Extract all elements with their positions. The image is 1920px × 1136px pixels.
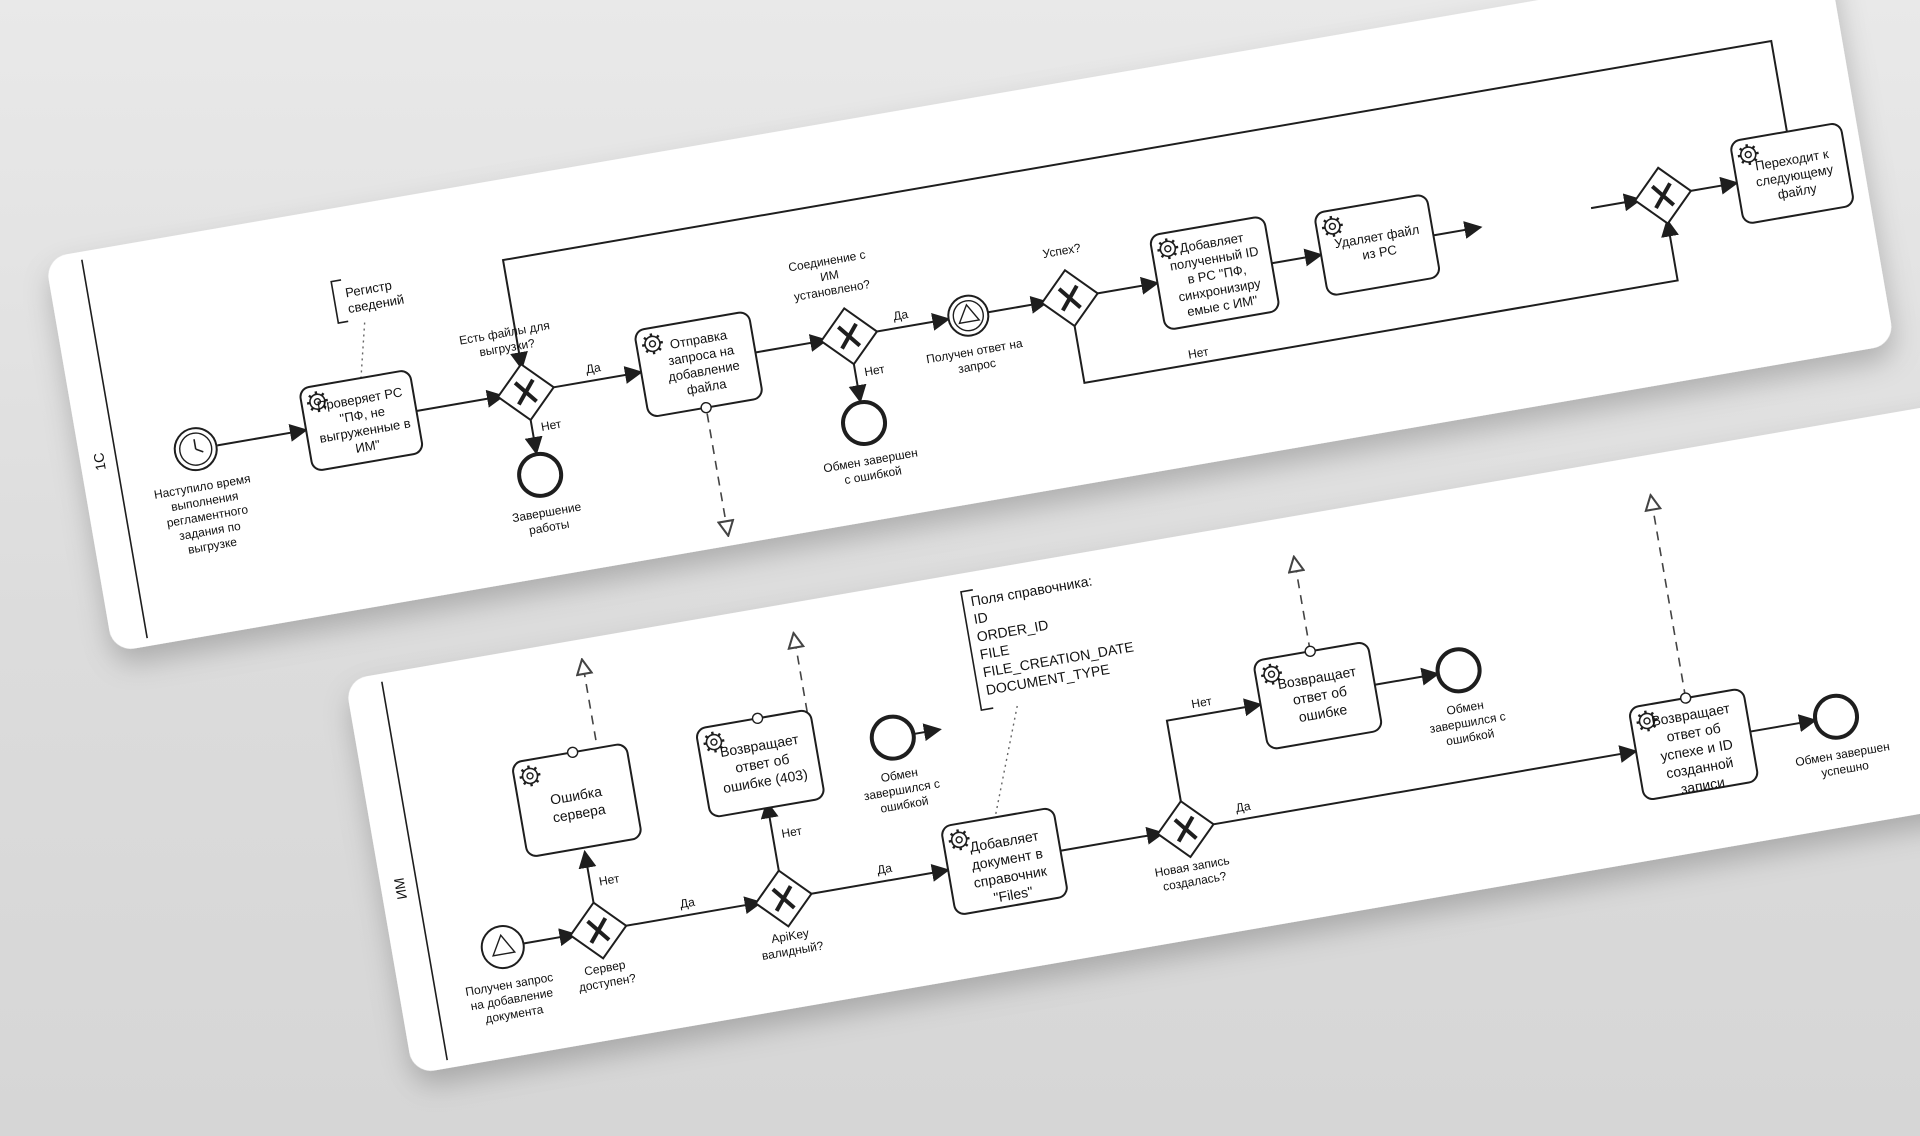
label-no-3: Нет <box>1187 344 1210 361</box>
task-return-success: Возвращаетответ обуспехе и IDсозданнойза… <box>1629 688 1759 801</box>
label-no-server: Нет <box>598 871 621 888</box>
label-yes-2: Да <box>892 307 909 323</box>
annotation-bracket <box>960 589 994 712</box>
task-next-file: Переходит кследующемуфайлу <box>1730 123 1854 224</box>
lane-label-1c: 1С <box>90 452 109 472</box>
end-event-work <box>517 451 564 498</box>
label-yes-api: Да <box>876 861 893 877</box>
label-yes-server: Да <box>679 895 696 911</box>
lane-label-im: ИМ <box>391 877 410 901</box>
pool-1c: 1С Регистрсведений <box>48 0 1892 649</box>
svg-text:Отправказапроса надобавлениефа: Отправказапроса надобавлениефайла <box>662 326 744 400</box>
svg-text:Возвращаетответ обуспехе и IDс: Возвращаетответ обуспехе и IDсозданнойза… <box>1650 700 1744 800</box>
task-add-document: Добавляетдокумент всправочник"Files" <box>941 807 1068 915</box>
start-event-request <box>480 925 525 970</box>
task-check-register: Проверяет РС"ПФ, невыгруженные вИМ" <box>299 370 424 471</box>
clock-icon <box>193 439 204 453</box>
end-error-1-label: Обмензавершился сошибкой <box>860 762 943 818</box>
end-event-error <box>841 399 888 446</box>
end-event-error-2 <box>1435 647 1482 694</box>
end-event-error-1 <box>869 714 916 761</box>
task-server-error: Ошибкасервера <box>512 743 642 857</box>
label-no-created: Нет <box>1190 694 1213 711</box>
task-return-403: Возвращаетответ обошибке (403) <box>696 709 825 818</box>
pool-im: ИМ Получен запросна добавлениедокумента … <box>348 394 1920 1071</box>
task-add-id: Добавляетполученный IDв РС "ПФ,синхрониз… <box>1149 216 1280 330</box>
label-yes-created: Да <box>1235 799 1252 815</box>
event-response-received <box>947 294 990 337</box>
task-delete-file: Удаляет файлиз РС <box>1314 194 1440 296</box>
gateway-success-label: Успех? <box>1042 241 1083 261</box>
timer-start-event <box>173 427 218 472</box>
task-return-error: Возвращаетответ обошибке <box>1253 641 1383 750</box>
label-yes-1: Да <box>585 360 602 376</box>
task-send-request: Отправказапроса надобавлениефайла <box>634 311 763 417</box>
label-no-api: Нет <box>780 823 803 840</box>
end-event-success <box>1813 693 1860 740</box>
signal-icon <box>958 303 981 325</box>
signal-icon <box>492 933 517 957</box>
label-no-2: Нет <box>863 362 886 379</box>
label-no-1: Нет <box>540 417 563 434</box>
